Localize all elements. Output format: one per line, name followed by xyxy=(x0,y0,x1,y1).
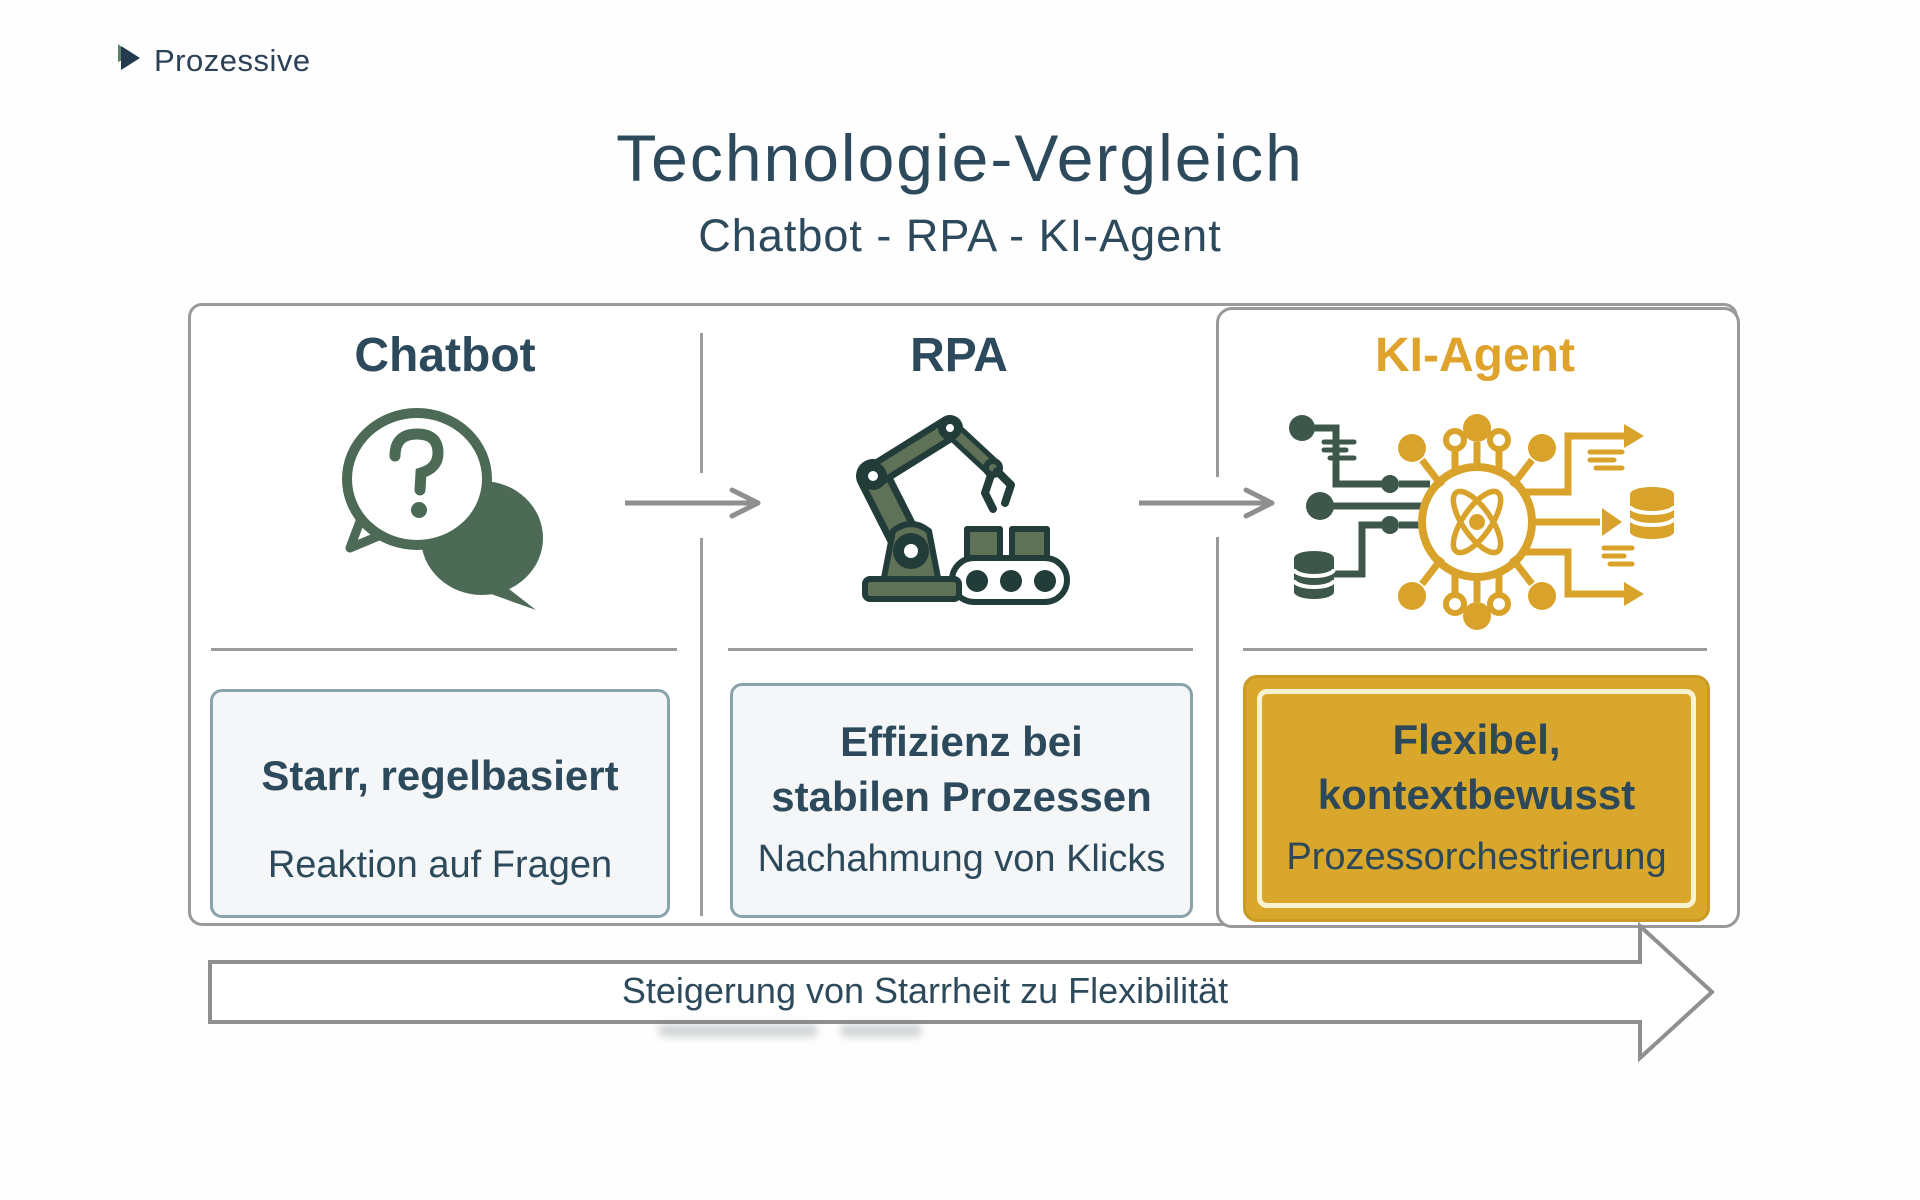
section-divider xyxy=(1243,648,1707,651)
column-heading-rpa: RPA xyxy=(910,329,1008,382)
section-divider xyxy=(728,648,1193,651)
ghost-text-artifact xyxy=(658,1024,818,1037)
page-subtitle: Chatbot - RPA - KI-Agent xyxy=(698,210,1222,261)
rpa-card-subtitle: Nachahmung von Klicks xyxy=(757,838,1166,880)
logo-chevron-icon xyxy=(116,42,146,79)
section-divider xyxy=(211,648,677,651)
chatbot-card: Starr, regelbasiert Reaktion auf Fragen xyxy=(210,689,670,918)
column-divider xyxy=(700,333,703,473)
progress-arrow-icon xyxy=(200,920,1720,1070)
chatbot-card-title: Starr, regelbasiert xyxy=(261,751,619,799)
column-divider xyxy=(700,538,703,916)
chat-bubbles-question-icon xyxy=(340,400,550,625)
robot-arm-icon xyxy=(845,405,1070,610)
ki-agent-card-title: Flexibel, kontextbewusst xyxy=(1317,716,1636,818)
progress-arrow-label: Steigerung von Starrheit zu Flexibilität xyxy=(621,970,1229,1011)
rpa-card-title: Effizienz bei stabilen Prozessen xyxy=(771,718,1152,820)
ki-agent-card: Flexibel, kontextbewusst Prozessorchestr… xyxy=(1243,675,1710,922)
column-heading-ki-agent: KI-Agent xyxy=(1375,329,1575,382)
ghost-text-artifact xyxy=(840,1024,922,1037)
chatbot-card-subtitle: Reaktion auf Fragen xyxy=(267,844,613,886)
column-heading-chatbot: Chatbot xyxy=(354,329,536,382)
logo-text: Prozessive xyxy=(154,42,311,78)
logo: Prozessive xyxy=(116,42,311,79)
flow-arrow-icon xyxy=(1136,487,1296,524)
ai-network-icon xyxy=(1270,398,1710,653)
divider-gap xyxy=(1211,477,1225,537)
page-title: Technologie-Vergleich xyxy=(616,121,1304,195)
flow-arrow-icon xyxy=(622,487,782,524)
ki-agent-card-subtitle: Prozessorchestrierung xyxy=(1286,836,1667,878)
rpa-card: Effizienz bei stabilen Prozessen Nachahm… xyxy=(730,683,1193,918)
